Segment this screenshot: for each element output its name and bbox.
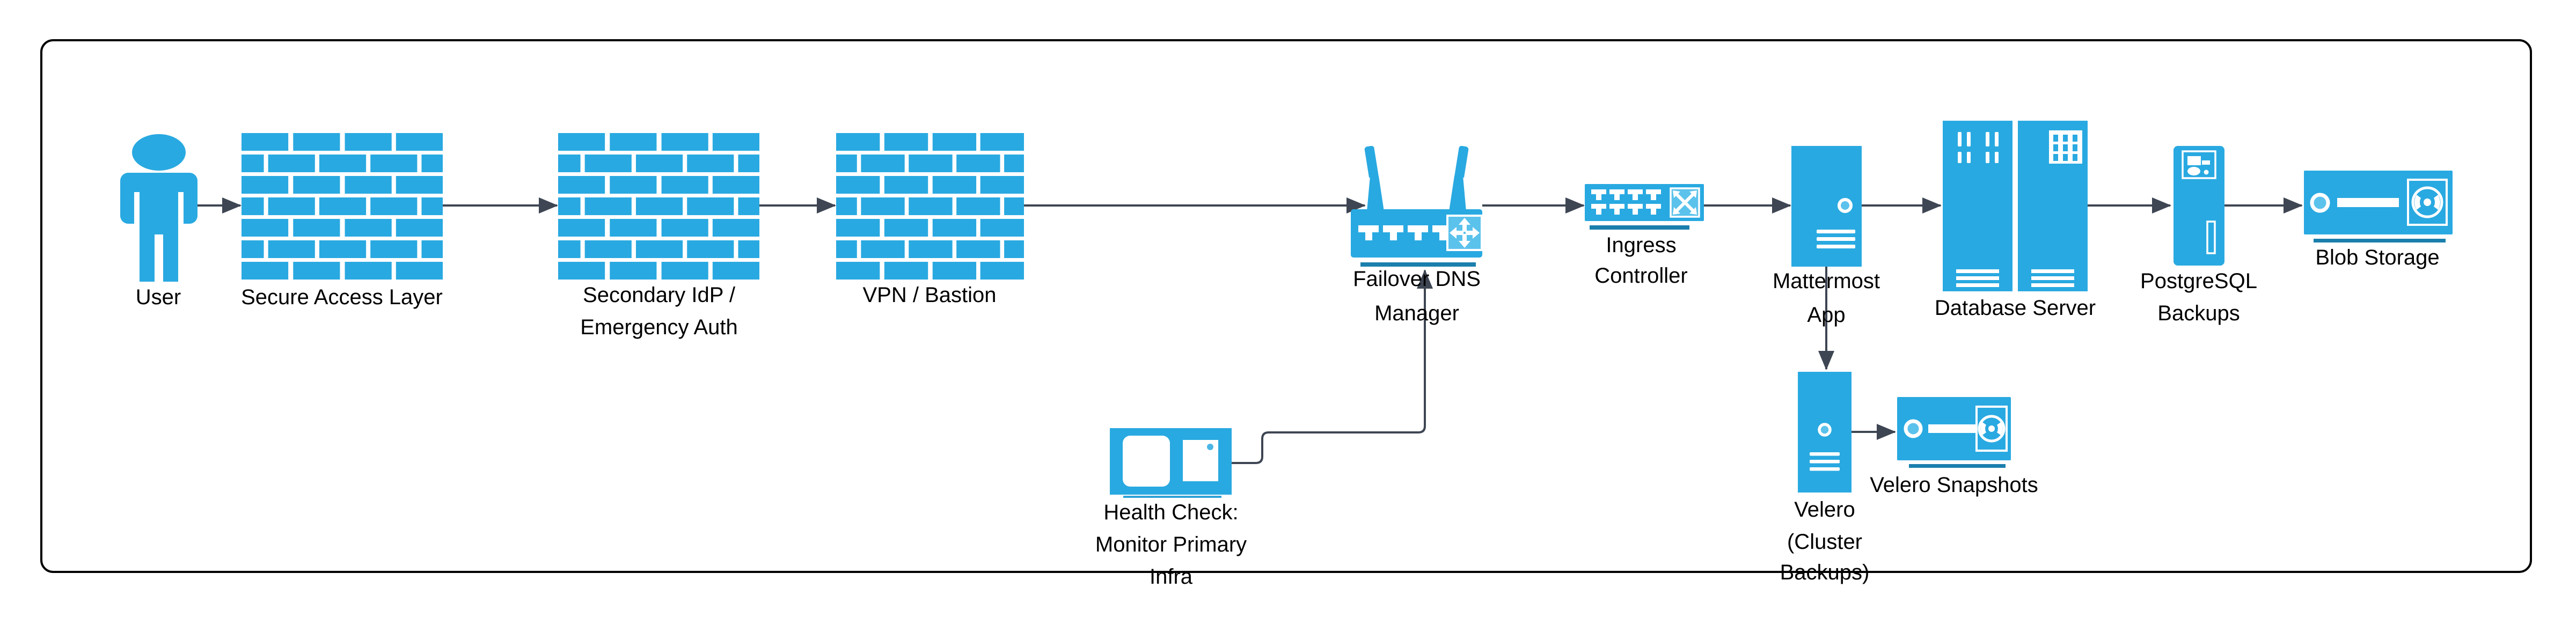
node-label-failover-dns: Failover DNS [1353, 267, 1481, 291]
node-label-ingress: Controller [1594, 264, 1688, 288]
switch-underline [1590, 225, 1689, 230]
node-label-mattermost: Mattermost [1772, 269, 1880, 293]
node-label-vpn-bastion: VPN / Bastion [862, 283, 997, 307]
firewall-icon [241, 133, 443, 280]
node-label-health-check: Monitor Primary [1095, 533, 1247, 556]
monitor-icon [1110, 428, 1232, 495]
node-label-postgresql: PostgreSQL [2140, 269, 2257, 293]
node-label-velero-snapshots: Velero Snapshots [1870, 473, 2038, 497]
diagram-frame [40, 39, 2532, 573]
node-label-database-server: Database Server [1934, 296, 2096, 320]
router-underline [1360, 262, 1476, 267]
node-label-health-check: Infra [1149, 565, 1193, 589]
node-label-health-check: Health Check: [1103, 501, 1239, 524]
node-label-ingress: Ingress [1606, 233, 1677, 257]
node-label-velero: Velero [1794, 498, 1855, 521]
tape-storage-icon [1897, 397, 2011, 460]
person-icon [120, 134, 197, 282]
wireless-router-icon [1351, 146, 1482, 258]
node-label-secondary-idp: Secondary IdP / [583, 283, 735, 307]
firewall-icon [558, 133, 759, 280]
firewall-icon [836, 133, 1024, 280]
node-label-secondary-idp: Emergency Auth [580, 315, 738, 339]
node-label-failover-dns: Manager [1374, 302, 1459, 325]
server-tower-icon [1791, 146, 1862, 267]
node-label-blob-storage: Blob Storage [2315, 246, 2440, 269]
blob-storage-underline [2314, 239, 2446, 242]
node-label-postgresql: Backups [2157, 302, 2240, 325]
node-label-velero: Backups) [1780, 561, 1870, 584]
node-label-user: User [135, 285, 181, 309]
tape-storage-icon [2304, 171, 2453, 234]
monitor-underline [1123, 496, 1221, 498]
server-rack-icon [1943, 121, 2088, 291]
node-label-mattermost: App [1807, 303, 1846, 327]
snapshots-underline [1909, 464, 2006, 468]
server-tower-icon [1798, 372, 1851, 493]
node-label-secure-access: Secure Access Layer [241, 285, 443, 309]
node-label-velero: (Cluster [1787, 530, 1863, 554]
backup-server-icon [2174, 146, 2224, 266]
network-switch-icon [1585, 184, 1704, 221]
